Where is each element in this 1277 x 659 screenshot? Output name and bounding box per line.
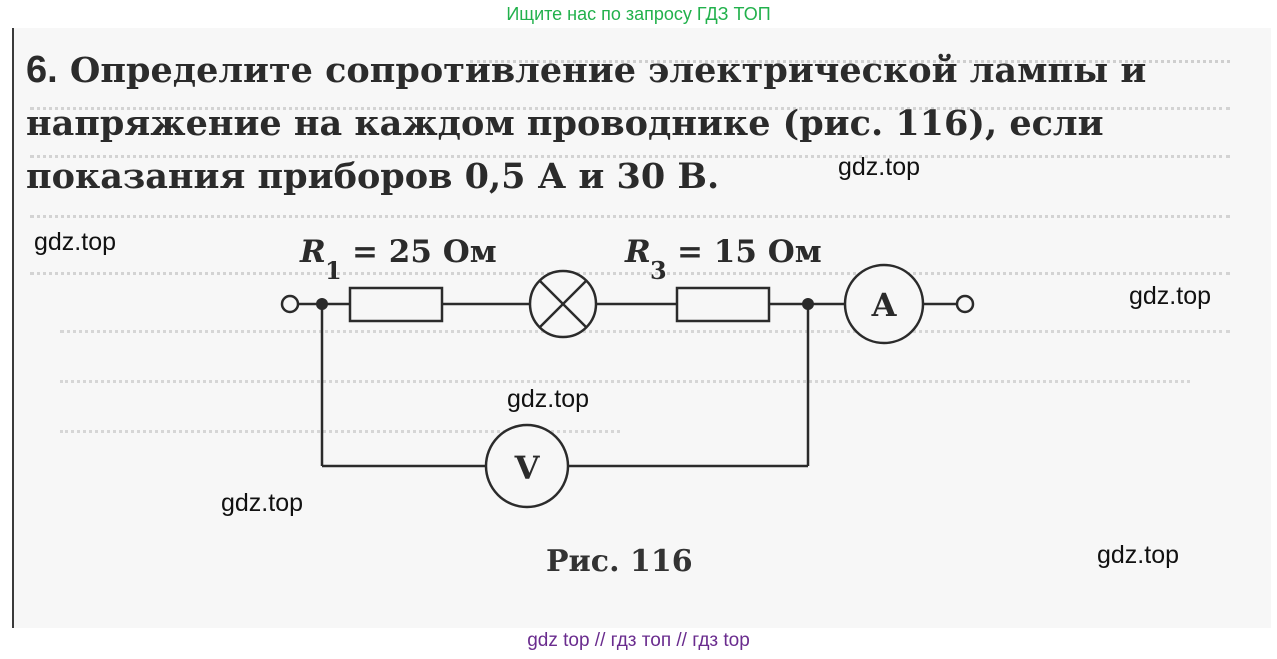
top-banner[interactable]: Ищите нас по запросу ГДЗ ТОП	[506, 4, 771, 24]
voltmeter	[484, 423, 570, 509]
resistor-r3	[675, 286, 771, 323]
watermark: gdz.top	[34, 228, 117, 256]
bleed-through-band	[30, 205, 1230, 218]
resistor-r1	[348, 286, 444, 323]
ammeter-letter: A	[871, 286, 898, 324]
r1-value: = 25 Ом	[352, 234, 497, 270]
bleed-through-band	[30, 262, 1230, 275]
problem-number: 6.	[26, 49, 58, 91]
r1-label: R	[299, 234, 326, 270]
bottom-banner[interactable]: gdz top // гдз топ // гдз top	[527, 630, 750, 651]
r3-label: R	[624, 234, 651, 270]
problem-line-3: показания приборов 0,5 А и 30 В.	[26, 156, 720, 197]
watermark: gdz.top	[1129, 282, 1212, 310]
bleed-through-band	[60, 320, 1230, 333]
voltmeter-letter: V	[514, 449, 541, 487]
problem-text: 6. Определите сопротивление электрическо…	[26, 44, 1236, 203]
problem-line-1: 6. Определите сопротивление электрическо…	[26, 44, 1236, 97]
bleed-through-band	[60, 370, 1190, 383]
watermark: gdz.top	[221, 489, 304, 517]
watermark: gdz.top	[838, 153, 921, 181]
junction-left	[316, 298, 328, 310]
r3-value: = 15 Ом	[677, 234, 822, 270]
left-terminal	[280, 294, 300, 314]
problem-line-1-text: Определите сопротивление электрической л…	[69, 50, 1147, 91]
junction-right	[802, 298, 814, 310]
bleed-through-band	[30, 85, 1230, 110]
bleed-through-band	[60, 420, 620, 433]
figure-caption: Рис. 116	[546, 544, 693, 579]
lamp-cross	[539, 280, 587, 328]
problem-line-2: напряжение на каждом проводнике (рис. 11…	[26, 103, 1104, 144]
watermark: gdz.top	[507, 385, 590, 413]
right-terminal	[955, 294, 975, 314]
bleed-through-band	[470, 30, 1230, 63]
r3-subscript: 3	[650, 256, 667, 285]
bleed-through-band	[30, 145, 1230, 158]
watermark: gdz.top	[1097, 541, 1180, 569]
r1-subscript: 1	[325, 256, 342, 285]
textbook-page-scan	[12, 28, 1271, 628]
